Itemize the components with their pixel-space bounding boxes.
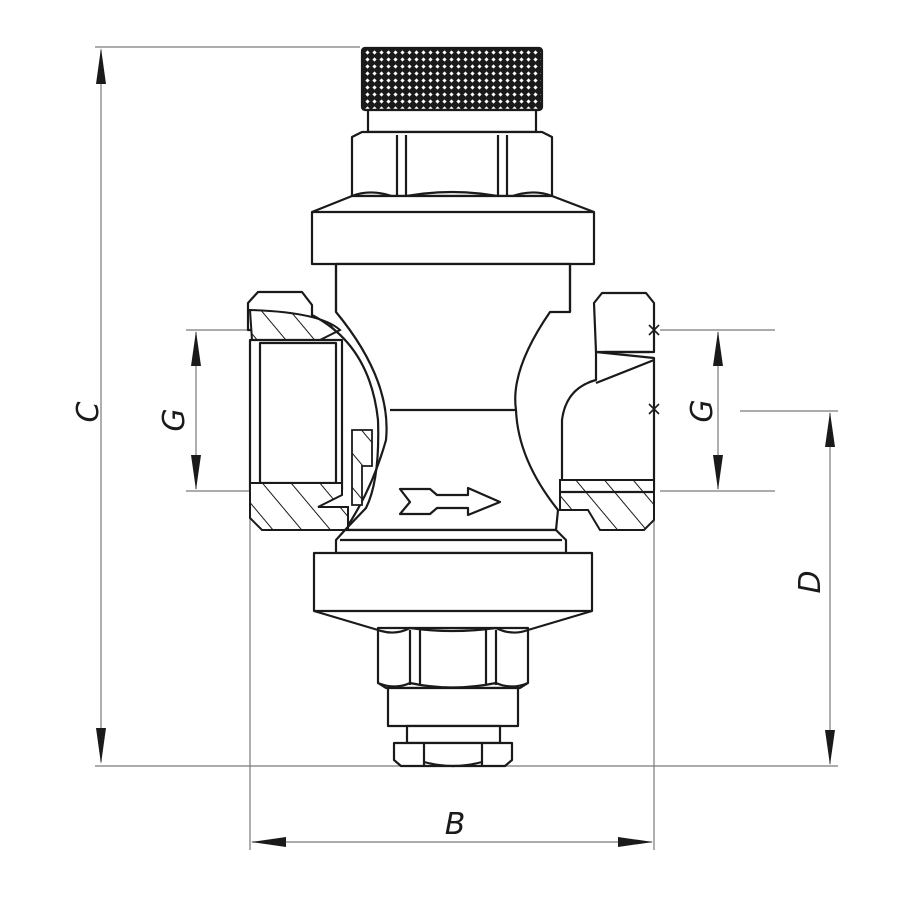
upper-hex-nut	[350, 130, 554, 200]
valve-body-group	[246, 46, 660, 768]
dimension-label-g-left: G	[157, 408, 192, 431]
lower-bonnet-flange	[312, 551, 594, 632]
valve-center-body	[334, 262, 572, 532]
bottom-plug	[386, 686, 520, 768]
dimension-label-d: D	[793, 570, 828, 593]
thread-marker-icon	[648, 324, 660, 415]
knurled-adjustment-knob	[360, 46, 544, 134]
dimension-label-c: C	[71, 401, 106, 422]
flow-arrow-icon	[398, 486, 502, 517]
upper-bonnet-flange	[310, 194, 596, 266]
dimension-label-b: B	[445, 807, 466, 842]
lower-hex-nut	[376, 626, 530, 690]
lower-collar	[334, 528, 568, 555]
dimension-lines	[95, 46, 838, 850]
inlet-thread-port	[246, 290, 380, 531]
dimension-label-g-right: G	[685, 399, 720, 422]
outlet-thread-port	[559, 291, 660, 531]
